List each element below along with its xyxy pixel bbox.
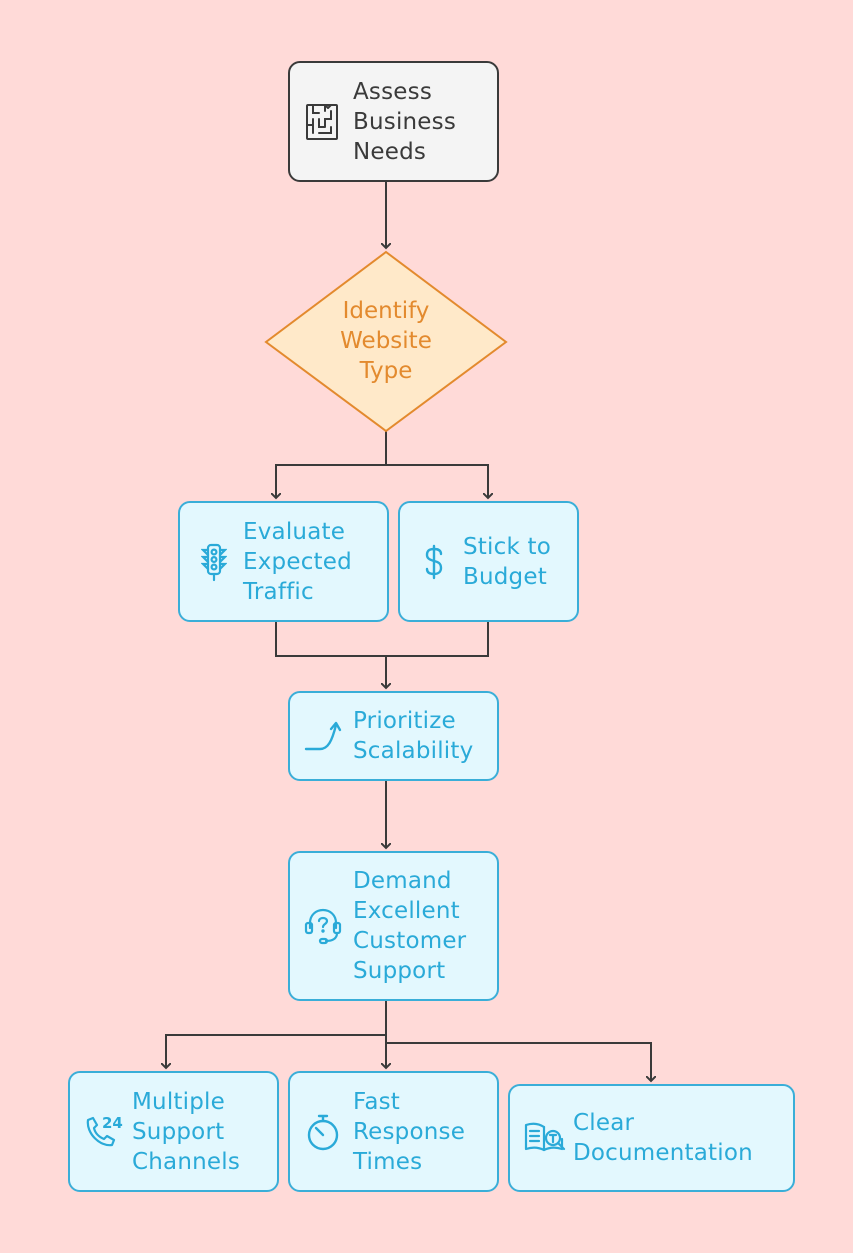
edge-budget-scalability bbox=[386, 621, 489, 657]
traffic-light-icon bbox=[200, 542, 228, 582]
headset-question-icon bbox=[304, 906, 342, 946]
phone-24-icon: 24 bbox=[82, 1112, 124, 1152]
node-scalability-label: Prioritize Scalability bbox=[353, 708, 474, 764]
edge-identify-traffic bbox=[276, 431, 387, 498]
stopwatch-icon bbox=[304, 1112, 342, 1152]
node-demand-customer-support[interactable]: Demand Excellent Customer Support bbox=[288, 851, 499, 1001]
node-evaluate-expected-traffic[interactable]: Evaluate Expected Traffic bbox=[178, 501, 389, 622]
decision-diamond bbox=[264, 250, 508, 433]
curve-arrow-icon bbox=[304, 719, 344, 753]
node-channels-label: Multiple Support Channels bbox=[132, 1088, 241, 1175]
node-assess-label: Assess Business Needs bbox=[353, 78, 457, 165]
node-prioritize-scalability[interactable]: Prioritize Scalability bbox=[288, 691, 499, 781]
node-response-label: Fast Response Times bbox=[353, 1088, 466, 1175]
edge-traffic-scalability bbox=[275, 621, 386, 688]
node-traffic-label: Evaluate Expected Traffic bbox=[243, 518, 352, 605]
edge-support-docs bbox=[386, 1042, 651, 1081]
svg-text:24: 24 bbox=[102, 1114, 123, 1132]
node-budget-label: Stick to Budget bbox=[463, 533, 551, 590]
book-search-icon bbox=[524, 1119, 566, 1157]
node-clear-documentation[interactable]: Clear Documentation bbox=[508, 1084, 795, 1192]
edge-support-channels bbox=[166, 1000, 387, 1068]
dollar-icon bbox=[422, 543, 446, 581]
node-support-label: Demand Excellent Customer Support bbox=[353, 868, 467, 984]
node-stick-to-budget[interactable]: Stick to Budget bbox=[398, 501, 579, 622]
node-assess-business-needs[interactable]: Assess Business Needs bbox=[288, 61, 499, 182]
node-fast-response-times[interactable]: Fast Response Times bbox=[288, 1071, 499, 1192]
node-docs-label: Clear Documentation bbox=[573, 1110, 753, 1166]
maze-icon bbox=[304, 103, 340, 141]
edge-identify-budget bbox=[386, 464, 488, 498]
node-multiple-support-channels[interactable]: 24 Multiple Support Channels bbox=[68, 1071, 279, 1192]
decision-label: Identify Website Type bbox=[340, 298, 432, 384]
